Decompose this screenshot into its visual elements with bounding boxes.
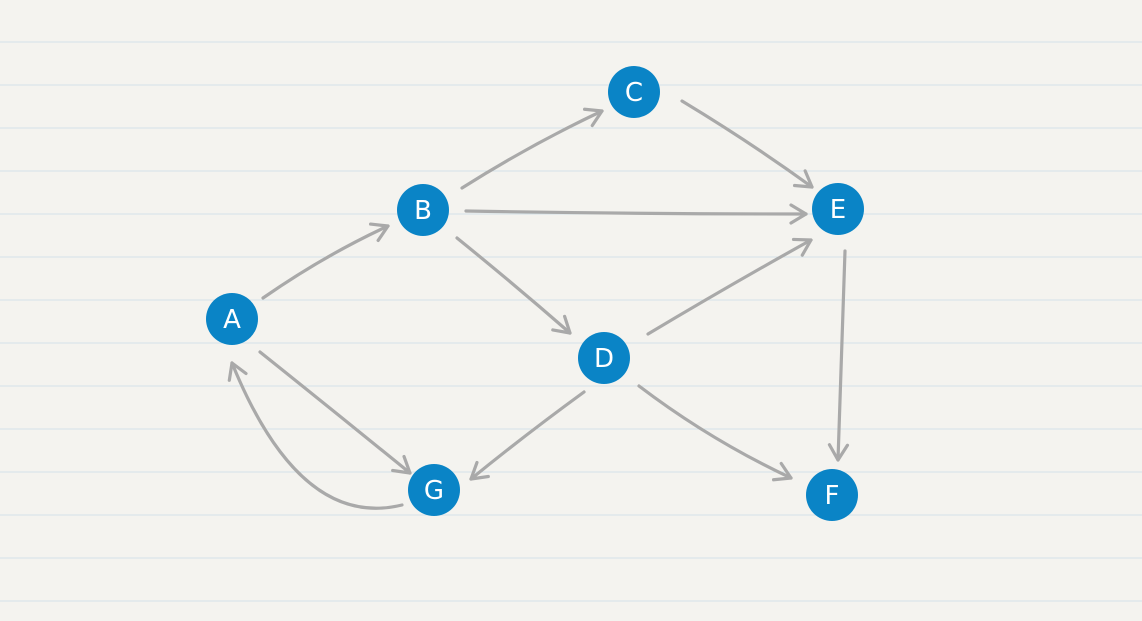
node-c: C: [608, 66, 660, 118]
arrowhead-d-to-f: [771, 461, 793, 482]
node-label: C: [625, 78, 643, 108]
node-circle: [397, 184, 449, 236]
arrowhead-d-to-e: [791, 237, 813, 257]
node-circle: [408, 464, 460, 516]
arrowhead-e-to-f: [827, 443, 850, 462]
arrowhead-c-to-e: [792, 169, 814, 189]
arrowhead-b-to-c: [582, 107, 604, 128]
node-label: E: [830, 195, 846, 225]
node-circle: [608, 66, 660, 118]
edge-e-to-f: [836, 249, 847, 462]
node-d: D: [578, 332, 630, 384]
arrowhead-a-to-g: [391, 454, 412, 475]
edge-g-to-a: [230, 361, 404, 510]
node-circle: [206, 293, 258, 345]
arrowhead-d-to-g: [469, 460, 490, 481]
edge-b-to-d: [455, 236, 572, 335]
node-circle: [806, 469, 858, 521]
node-circle: [578, 332, 630, 384]
node-label: G: [424, 476, 444, 506]
node-a: A: [206, 293, 258, 345]
edge-d-to-e: [646, 238, 813, 336]
node-label: F: [825, 481, 840, 511]
edge-d-to-g: [469, 390, 586, 481]
node-circle: [812, 183, 864, 235]
edge-d-to-f: [637, 384, 793, 480]
graph-edges: [227, 99, 850, 510]
node-b: B: [397, 184, 449, 236]
node-label: D: [594, 344, 614, 374]
node-label: A: [223, 305, 241, 335]
arrowhead-g-to-a: [227, 361, 248, 382]
arrowhead-b-to-e: [789, 203, 808, 225]
arrowhead-a-to-b: [369, 222, 390, 243]
edge-b-to-c: [460, 109, 604, 190]
node-label: B: [414, 196, 432, 226]
node-g: G: [408, 464, 460, 516]
node-e: E: [812, 183, 864, 235]
edge-a-to-b: [261, 224, 390, 300]
graph-nodes: A B C D E F G: [206, 66, 864, 521]
node-f: F: [806, 469, 858, 521]
edge-b-to-e: [464, 209, 808, 216]
arrowhead-b-to-d: [551, 314, 572, 335]
edge-c-to-e: [680, 99, 814, 189]
edge-a-to-g: [258, 350, 412, 475]
